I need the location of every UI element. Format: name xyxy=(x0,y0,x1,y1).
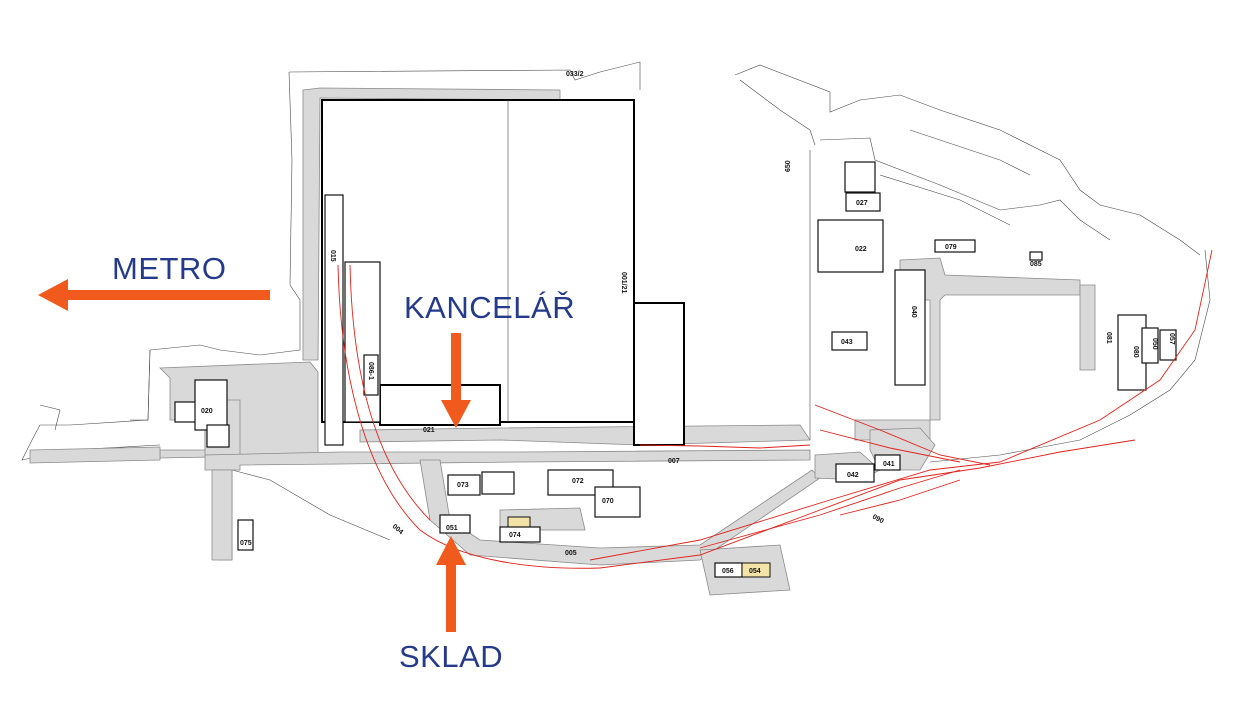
label-015: 015 xyxy=(329,250,336,262)
metro-arrow xyxy=(38,279,270,311)
label-650: 650 xyxy=(785,160,792,172)
label-085: 085 xyxy=(1030,261,1042,268)
label-051: 051 xyxy=(446,525,458,532)
label-054: 054 xyxy=(749,568,761,575)
label-073: 073 xyxy=(457,482,469,489)
label-090: 090 xyxy=(871,514,885,526)
label-027: 027 xyxy=(856,200,868,207)
label-074: 074 xyxy=(509,532,521,539)
label-070: 070 xyxy=(602,498,614,505)
office-arrow xyxy=(441,333,471,428)
label-041: 041 xyxy=(883,461,895,468)
label-022: 022 xyxy=(855,246,867,253)
label-040: 040 xyxy=(910,306,917,318)
label-033-2: 033/2 xyxy=(566,71,584,78)
label-004: 004 xyxy=(391,523,405,536)
label-056: 056 xyxy=(722,568,734,575)
buildings xyxy=(174,161,1177,578)
label-079: 079 xyxy=(945,244,957,251)
label-081: 081 xyxy=(1105,332,1112,344)
label-086-1: 086-1 xyxy=(367,362,374,380)
label-075: 075 xyxy=(240,540,252,547)
office-label: KANCELÁŘ xyxy=(404,290,576,325)
label-005: 005 xyxy=(565,550,577,557)
label-043: 043 xyxy=(841,339,853,346)
arrows xyxy=(38,279,471,632)
label-057: 057 xyxy=(1168,333,1175,345)
label-042: 042 xyxy=(847,472,859,479)
railway-lines xyxy=(337,249,1213,569)
label-020: 020 xyxy=(201,408,213,415)
label-080: 080 xyxy=(1132,346,1139,358)
label-001-21: 001/21 xyxy=(620,272,627,294)
building-labels: 020 021 027 022 079 085 040 043 081 080 … xyxy=(201,71,1175,575)
label-050: 050 xyxy=(1151,338,1158,350)
main-hall xyxy=(321,99,685,446)
warehouse-label: SKLAD xyxy=(399,639,504,674)
warehouse-arrow xyxy=(436,536,466,632)
label-007: 007 xyxy=(668,458,680,465)
metro-label: METRO xyxy=(112,251,227,286)
label-072: 072 xyxy=(572,478,584,485)
label-021: 021 xyxy=(423,427,435,434)
